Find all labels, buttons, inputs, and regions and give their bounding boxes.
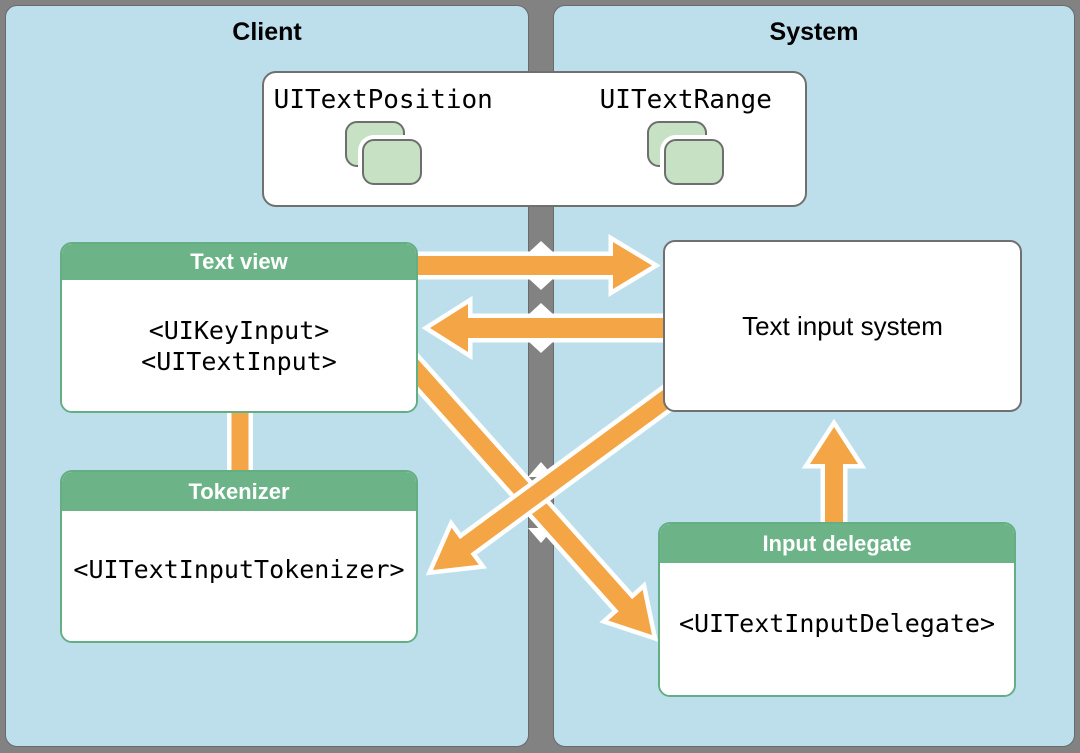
class-pair-icon [647,121,729,189]
protocol-uitextinputtokenizer: <UITextInputTokenizer> [73,554,405,584]
class-square-front [361,139,422,185]
text-view-header: Text view [62,244,416,280]
divider-notch [528,462,554,477]
class-square-front-outline [660,135,729,189]
text-input-system-box: Text input system [663,240,1022,412]
text-view-body: <UIKeyInput> <UITextInput> [62,280,416,411]
input-delegate-body: <UITextInputDelegate> [660,563,1014,695]
input-delegate-header: Input delegate [660,524,1014,563]
divider-notch [528,241,554,253]
divider-notch [528,278,554,290]
uitextrange-item: UITextRange [529,73,806,205]
tokenizer-box: Tokenizer <UITextInputTokenizer> [60,470,418,643]
class-pair-icon [344,121,426,189]
system-panel-title: System [769,18,859,46]
class-square-front-outline [357,135,426,189]
uitextposition-label: UITextPosition [273,85,493,115]
text-view-box: Text view <UIKeyInput> <UITextInput> [60,242,418,413]
text-objects-box: UITextPosition UITextRange [262,71,807,207]
divider-notch [528,303,554,315]
protocol-uikeyinput: <UIKeyInput> [148,315,330,345]
text-input-system-label: Text input system [742,310,943,341]
uitextposition-item: UITextPosition [264,73,529,205]
divider-notch [528,528,554,543]
input-delegate-box: Input delegate <UITextInputDelegate> [658,522,1016,697]
divider-notch [528,341,554,353]
class-square-front [664,139,725,185]
uitextrange-label: UITextRange [599,85,772,115]
tokenizer-body: <UITextInputTokenizer> [62,511,416,641]
protocol-uitextinputdelegate: <UITextInputDelegate> [678,608,996,638]
protocol-uitextinput: <UITextInput> [141,346,337,376]
tokenizer-header: Tokenizer [62,472,416,511]
client-panel-title: Client [232,18,302,46]
